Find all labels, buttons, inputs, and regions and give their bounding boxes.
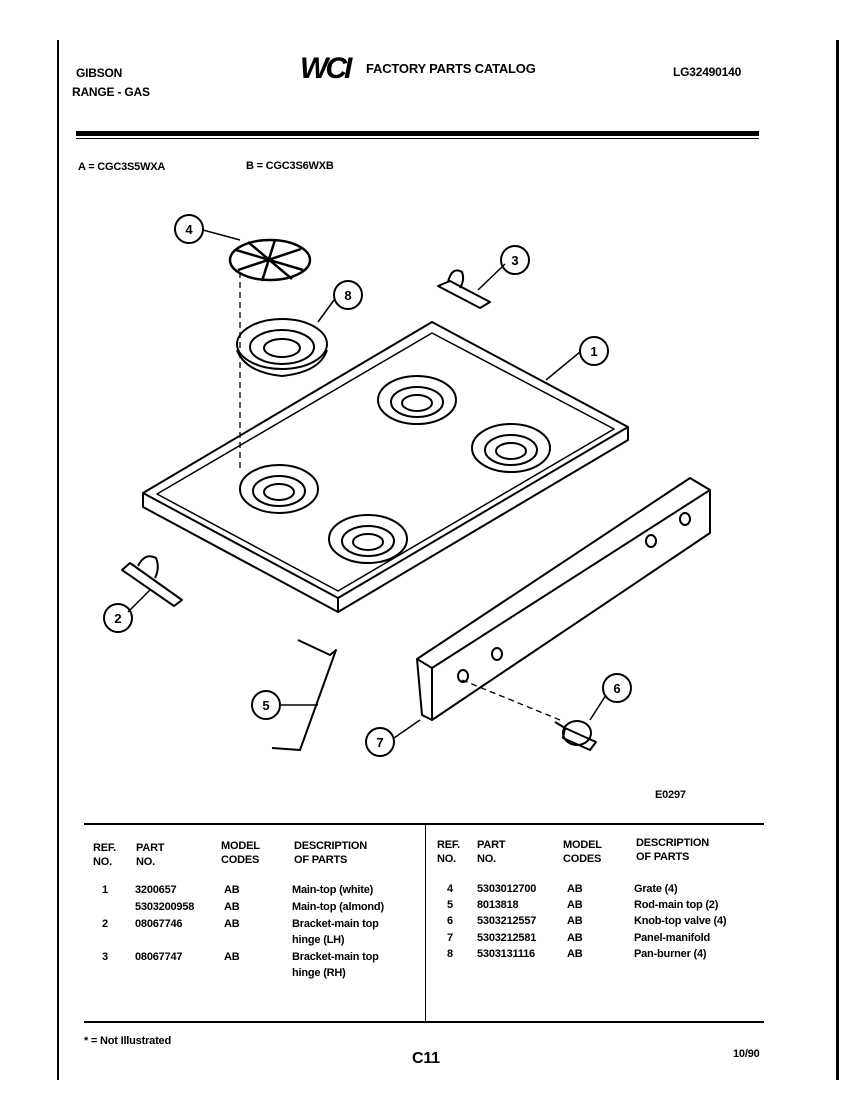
row-desc: Grate (4) [634, 883, 678, 895]
row-ref: 5 [447, 899, 453, 911]
footnote-not-illustrated: * = Not Illustrated [84, 1035, 171, 1047]
table-column-divider [425, 823, 426, 1021]
row-part: 08067747 [135, 951, 183, 963]
row-ref: 7 [447, 932, 453, 944]
row-codes: AB [567, 899, 583, 911]
row-codes: AB [224, 951, 240, 963]
model-a: A = CGC3S5WXA [78, 161, 166, 173]
burner-pan-front-left [239, 464, 319, 514]
knob-top-valve [554, 720, 597, 751]
row-part: 5303200958 [135, 901, 195, 913]
callout-8-pan: 8 [344, 288, 351, 303]
hdr-ref-1: REF. [93, 842, 117, 854]
hdr-part-2-right: NO. [477, 853, 496, 865]
row-part: 5303131116 [477, 948, 535, 960]
row-desc: Bracket-main top [292, 918, 379, 930]
callout-2: 2 [114, 611, 121, 626]
main-top [142, 321, 629, 613]
row-part: 8013818 [477, 899, 519, 911]
bracket-hinge-rh [437, 269, 491, 309]
row-part: 5303212557 [477, 915, 537, 927]
row-codes: AB [567, 883, 583, 895]
callout-6: 6 [613, 681, 620, 696]
row-ref: 1 [102, 884, 108, 896]
row-ref: 4 [447, 883, 453, 895]
figure-code: E0297 [655, 789, 686, 801]
callout-7: 7 [376, 735, 383, 750]
row-part: 5303012700 [477, 883, 537, 895]
callout-1: 1 [590, 344, 597, 359]
product-type: RANGE - GAS [72, 85, 150, 99]
table-top-rule [84, 823, 764, 825]
wci-logo: WCI [300, 52, 352, 85]
row-codes: AB [224, 901, 240, 913]
burner-pan-rear-left [377, 375, 457, 425]
row-ref: 6 [447, 915, 453, 927]
hdr-part-2: NO. [136, 856, 155, 868]
hdr-part-1: PART [136, 842, 165, 854]
hdr-part-1-right: PART [477, 839, 506, 851]
hdr-ref-2-right: NO. [437, 853, 456, 865]
row-desc: Rod-main top (2) [634, 899, 719, 911]
revision-date: 10/90 [733, 1048, 760, 1060]
row-part: 08067746 [135, 918, 183, 930]
row-codes: AB [567, 915, 583, 927]
hdr-desc-1: DESCRIPTION [294, 840, 367, 852]
burner-pan-exploded [236, 318, 328, 377]
hdr-desc-2: OF PARTS [294, 854, 348, 866]
row-desc: Panel-manifold [634, 932, 711, 944]
burner-pan-front-right [328, 514, 408, 564]
row-codes: AB [224, 918, 240, 930]
panel-manifold [416, 477, 711, 721]
hdr-desc-1-right: DESCRIPTION [636, 837, 709, 849]
catalog-title: FACTORY PARTS CATALOG [366, 61, 536, 76]
row-ref: 8 [447, 948, 453, 960]
row-part: 5303212581 [477, 932, 537, 944]
row-desc: Bracket-main top [292, 951, 379, 963]
header-rule-thin [76, 138, 759, 139]
grate [228, 238, 312, 282]
callout-4: 4 [185, 222, 193, 237]
row-ref: 3 [102, 951, 108, 963]
hdr-desc-2-right: OF PARTS [636, 851, 690, 863]
row-desc: Main-top (white) [292, 884, 374, 896]
row-codes: AB [567, 948, 583, 960]
model-b: B = CGC3S6WXB [246, 160, 334, 172]
row-ref: 2 [102, 918, 108, 930]
row-desc: Main-top (almond) [292, 901, 384, 913]
hdr-model-1-right: MODEL [563, 839, 602, 851]
row-codes: AB [224, 884, 240, 896]
burner-pan-rear-right [471, 423, 551, 473]
brand-name: GIBSON [76, 66, 123, 80]
row-codes: AB [567, 932, 583, 944]
rod-main-top [271, 639, 337, 751]
catalog-number: LG32490140 [673, 65, 742, 79]
row-desc: hinge (RH) [292, 967, 346, 979]
row-desc: Pan-burner (4) [634, 948, 707, 960]
page-border-right [836, 40, 839, 1080]
hdr-ref-1-right: REF. [437, 839, 461, 851]
hdr-model-1: MODEL [221, 840, 260, 852]
row-part: 3200657 [135, 884, 177, 896]
callout-5: 5 [262, 698, 269, 713]
row-desc: Knob-top valve (4) [634, 915, 727, 927]
hdr-ref-2: NO. [93, 856, 112, 868]
hdr-model-2: CODES [221, 854, 260, 866]
bracket-hinge-lh [121, 555, 183, 607]
callout-3: 3 [511, 253, 518, 268]
row-desc: hinge (LH) [292, 934, 345, 946]
page-border-left [57, 40, 59, 1080]
table-bottom-rule [84, 1021, 764, 1023]
hdr-model-2-right: CODES [563, 853, 602, 865]
page-number: C11 [412, 1050, 440, 1067]
header-rule [76, 131, 759, 136]
